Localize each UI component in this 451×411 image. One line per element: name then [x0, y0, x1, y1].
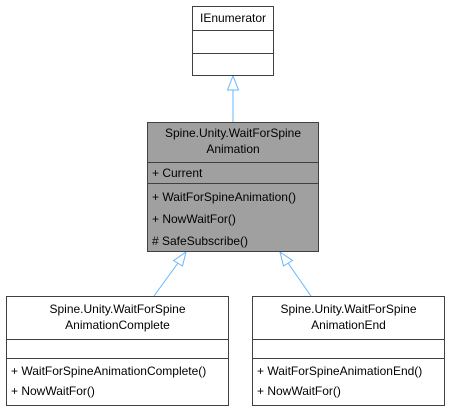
class-title: Spine.Unity.WaitForSpine AnimationEnd: [253, 297, 444, 340]
operation-safe-subscribe: # SafeSubscribe(): [152, 234, 249, 248]
operations-section: + WaitForSpineAnimation() + NowWaitFor()…: [148, 184, 318, 252]
operations-section: [193, 54, 273, 75]
class-name-line1: Spine.Unity.WaitForSpine: [280, 302, 417, 316]
inheritance-arrowhead-ienumerator: [226, 74, 240, 91]
inheritance-arrowhead-end: [279, 250, 294, 267]
class-name-line2: AnimationComplete: [65, 318, 170, 332]
operation-constructor: + WaitForSpineAnimation(): [152, 190, 296, 204]
operation-now-wait-for: + NowWaitFor(): [257, 384, 341, 398]
operations-section: + WaitForSpineAnimationEnd() + NowWaitFo…: [253, 359, 444, 401]
class-title: IEnumerator: [193, 7, 273, 31]
class-wait-for-spine-animation-end[interactable]: Spine.Unity.WaitForSpine AnimationEnd + …: [252, 296, 445, 406]
attributes-section: + Current: [148, 163, 318, 184]
attributes-section: [7, 340, 228, 359]
inheritance-arrowhead-complete: [172, 250, 187, 267]
class-title: Spine.Unity.WaitForSpine Animation: [148, 123, 318, 163]
attributes-section: [253, 340, 444, 359]
class-name-line2: AnimationEnd: [311, 318, 386, 332]
operation-now-wait-for: + NowWaitFor(): [11, 384, 95, 398]
class-wait-for-spine-animation[interactable]: Spine.Unity.WaitForSpine Animation + Cur…: [147, 122, 319, 252]
operation-constructor: + WaitForSpineAnimationEnd(): [257, 364, 423, 378]
class-name: IEnumerator: [199, 11, 267, 25]
class-ienumerator[interactable]: IEnumerator: [192, 6, 274, 76]
class-wait-for-spine-animation-complete[interactable]: Spine.Unity.WaitForSpine AnimationComple…: [6, 296, 229, 406]
operations-section: + WaitForSpineAnimationComplete() + NowW…: [7, 359, 228, 401]
edge-end-to-main: [287, 262, 312, 297]
edge-complete-to-main: [153, 262, 179, 297]
attributes-section: [193, 31, 273, 54]
class-name-line1: Spine.Unity.WaitForSpine: [49, 302, 186, 316]
operation-constructor: + WaitForSpineAnimationComplete(): [11, 364, 207, 378]
operation-now-wait-for: + NowWaitFor(): [152, 212, 236, 226]
class-name-line1: Spine.Unity.WaitForSpine: [164, 126, 302, 140]
attribute-current: + Current: [152, 166, 203, 180]
class-name-line2: Animation: [206, 142, 260, 156]
class-title: Spine.Unity.WaitForSpine AnimationComple…: [7, 297, 228, 340]
